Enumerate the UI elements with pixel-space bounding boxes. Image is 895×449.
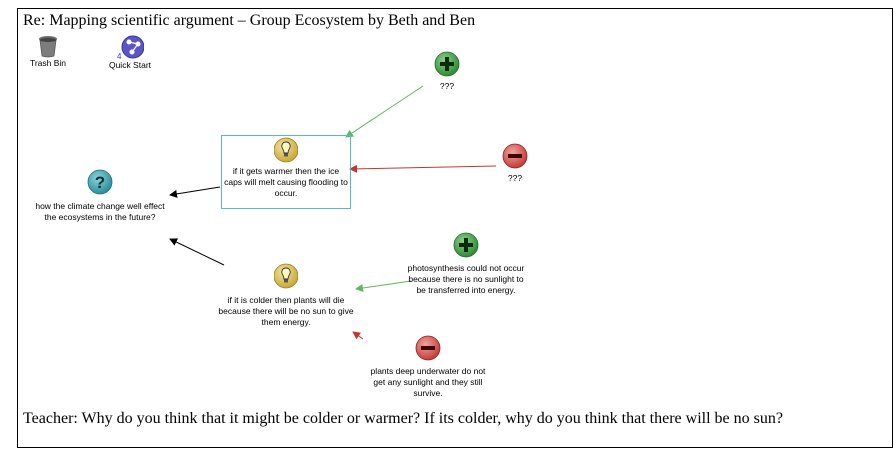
minus-icon xyxy=(502,143,528,169)
quick-start-badge: 4 xyxy=(117,52,122,60)
oppose-underwater-text: plants deep underwater do not get any su… xyxy=(370,366,486,398)
support-top-node[interactable]: ??? xyxy=(421,51,473,92)
teacher-comment: Teacher: Why do you think that it might … xyxy=(23,410,783,427)
question-icon: ? xyxy=(87,169,113,195)
idea-colder-text: if it is colder then plants will die bec… xyxy=(218,295,354,327)
trash-bin-tool[interactable]: Trash Bin xyxy=(24,34,72,68)
figure-frame: Re: Mapping scientific argument – Group … xyxy=(17,8,893,448)
lightbulb-icon xyxy=(274,137,298,163)
idea-warmer-node[interactable]: if it gets warmer then the ice caps will… xyxy=(223,137,349,199)
quick-start-icon: 4 xyxy=(117,35,144,60)
trash-bin-icon xyxy=(39,36,57,58)
arrow-support-top-to-warmer xyxy=(345,85,424,138)
idea-warmer-selection-box[interactable] xyxy=(221,135,351,209)
arrow-layer xyxy=(169,85,497,340)
arrow-photo-to-colder xyxy=(355,280,412,292)
question-node[interactable]: ? how the climate change well effect the… xyxy=(35,169,165,223)
idea-warmer-text: if it gets warmer then the ice caps will… xyxy=(224,166,348,198)
question-node-text: how the climate change well effect the e… xyxy=(35,201,165,222)
svg-text:?: ? xyxy=(95,173,105,192)
plus-icon xyxy=(434,51,460,77)
plus-icon xyxy=(453,232,479,258)
quick-start-tool[interactable]: 4 Quick Start xyxy=(100,34,160,70)
arrow-colder-to-question xyxy=(169,238,225,266)
support-photosynthesis-node[interactable]: photosynthesis could not occur because t… xyxy=(403,232,529,296)
arrow-oppose-top-to-warmer xyxy=(349,164,497,173)
support-photosynthesis-text: photosynthesis could not occur because t… xyxy=(407,263,525,295)
oppose-top-node[interactable]: ??? xyxy=(489,143,541,184)
arrow-warmer-to-question xyxy=(169,186,221,198)
minus-icon xyxy=(415,335,441,361)
arrow-underwater-to-colder xyxy=(352,331,364,340)
support-top-text: ??? xyxy=(439,81,455,91)
trash-bin-label: Trash Bin xyxy=(29,58,67,68)
figure-title: Re: Mapping scientific argument – Group … xyxy=(23,12,476,29)
quick-start-label: Quick Start xyxy=(108,60,152,70)
argument-map-canvas[interactable]: Trash Bin 4 Quick Start xyxy=(18,9,892,409)
lightbulb-icon xyxy=(274,263,298,289)
oppose-underwater-node[interactable]: plants deep underwater do not get any su… xyxy=(366,335,490,399)
idea-colder-node[interactable]: if it is colder then plants will die bec… xyxy=(218,263,354,328)
oppose-top-text: ??? xyxy=(507,173,523,183)
